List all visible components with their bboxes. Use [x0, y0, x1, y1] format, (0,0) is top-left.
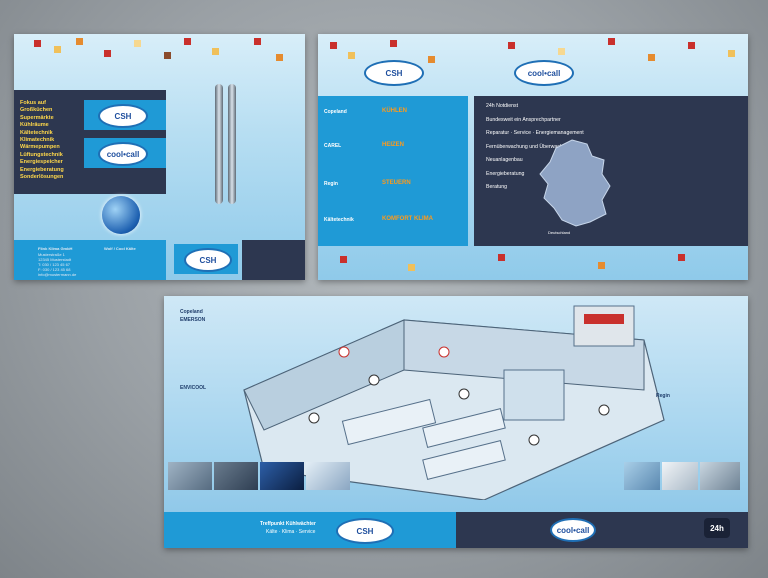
- benefit-item: Neuanlagenbau: [486, 157, 523, 163]
- service-item: Kühlräume: [20, 122, 49, 129]
- service-item: Großküchen: [20, 107, 53, 114]
- benefits-list: 24h Notdienst Bundesweit ein Ansprechpar…: [486, 100, 606, 195]
- mosaic-top: [14, 34, 305, 84]
- map-label: Deutschland: [548, 230, 571, 235]
- globe-icon: [102, 196, 140, 234]
- contact-line: 12345 Musterstadt: [38, 257, 72, 262]
- logo-text: CSH: [356, 526, 374, 536]
- photo-office: [700, 462, 740, 490]
- company-logo: CSH: [98, 104, 148, 128]
- brochure-spread: Copeland EMERSON ENVICOOL Regin Treffpun…: [164, 296, 748, 548]
- service-item: Fokus auf: [20, 100, 46, 106]
- coolcall-logo: cool•call: [98, 142, 148, 166]
- left-brand-1: Copeland: [180, 309, 203, 315]
- footer-company2: Wolf / Cool Kälte: [104, 246, 136, 251]
- services-column: [318, 96, 468, 246]
- photo-store: [306, 462, 350, 490]
- spread-footer-right: [456, 512, 748, 548]
- service-item: Energiespeicher: [20, 159, 63, 166]
- hours-badge: 24h: [704, 518, 730, 538]
- benefit-item: Bundesweit ein Ansprechpartner: [486, 116, 561, 123]
- brand-name: CAREL: [324, 143, 342, 149]
- footer-contacts: Musterstraße 1 12345 Musterstadt T: 030 …: [38, 252, 76, 277]
- contact-line: T: 030 / 123 45 67: [38, 262, 71, 267]
- footer-company1: Flink Klima GmbH: [38, 246, 73, 251]
- service-item: Wärmepumpen: [20, 144, 60, 151]
- footer-blue: [14, 240, 166, 280]
- benefit-item: Beratung: [486, 184, 508, 190]
- logo-text: CSH: [385, 68, 403, 78]
- row-label: KOMFORT KLIMA: [382, 216, 433, 222]
- logo-text: cool•call: [106, 149, 140, 159]
- cold-store-illustration: [243, 305, 665, 500]
- row-label: HEIZEN: [382, 142, 405, 148]
- brand-name: Regin: [324, 181, 338, 187]
- footer-logo: CSH: [184, 248, 232, 272]
- photo-storage: [214, 462, 258, 490]
- logo-text: cool•call: [556, 525, 590, 535]
- spread-logo-2: cool•call: [550, 518, 596, 542]
- mosaic-top: [318, 34, 748, 84]
- photo-building: [624, 462, 660, 490]
- brand-name: Copeland: [324, 109, 347, 115]
- door-handle-left: [215, 84, 223, 204]
- right-brand: Regin: [656, 393, 670, 399]
- benefit-item: 24h Notdienst: [486, 103, 519, 109]
- benefit-item: Fernüberwachung und Überwachung: [486, 143, 572, 150]
- benefit-item: Reparatur · Service · Energiemanagement: [486, 130, 584, 136]
- service-item: Supermärkte: [20, 114, 54, 121]
- mosaic-bottom: [318, 248, 748, 280]
- contact-line: info@mustermann.de: [38, 272, 77, 277]
- contact-line: Musterstraße 1: [38, 252, 65, 257]
- services-list: Fokus auf Großküchen Supermärkte Kühlräu…: [20, 100, 80, 181]
- service-row: Copeland KÜHLEN: [324, 102, 464, 132]
- spread-footer-left: [164, 512, 456, 548]
- photo-warehouse: [168, 462, 212, 490]
- benefits-panel: [474, 96, 748, 246]
- logo-text: CSH: [114, 111, 132, 121]
- service-row: Regin STEUERN: [324, 174, 464, 204]
- door-handle-right: [228, 84, 236, 204]
- tagline-1: Treffpunkt Kühlwächter: [260, 521, 316, 527]
- service-item: Energieberatung: [20, 166, 64, 173]
- brochure-front: Fokus auf Großküchen Supermärkte Kühlräu…: [14, 34, 305, 280]
- inner-logo: CSH: [364, 60, 424, 86]
- service-row: Kältetechnik KOMFORT KLIMA: [324, 210, 464, 240]
- brand-name: Kältetechnik: [324, 217, 354, 223]
- service-item: Kältetechnik: [20, 129, 53, 136]
- germany-map: [539, 139, 611, 227]
- photo-datacenter: [260, 462, 304, 490]
- footer-navy: [242, 240, 305, 280]
- benefit-item: Energieberatung: [486, 170, 525, 177]
- contact-line: F: 030 / 123 45 68: [38, 267, 71, 272]
- brochure-inner: CSH cool•call Copeland KÜHLEN CAREL HEIZ…: [318, 34, 748, 280]
- logo-text: CSH: [199, 255, 217, 265]
- left-brand-3: ENVICOOL: [180, 385, 207, 391]
- service-item: Lüftungstechnik: [20, 151, 63, 158]
- row-label: STEUERN: [382, 180, 411, 186]
- inner-logo-2: cool•call: [514, 60, 574, 86]
- spread-logo: CSH: [336, 518, 394, 544]
- service-row: CAREL HEIZEN: [324, 136, 464, 166]
- logo-text: cool•call: [527, 68, 561, 78]
- row-label: KÜHLEN: [382, 108, 407, 114]
- left-brand-2: EMERSON: [180, 317, 206, 323]
- service-item: Klimatechnik: [20, 137, 55, 144]
- photo-lab: [662, 462, 698, 490]
- service-item: Sonderlösungen: [20, 174, 64, 181]
- tagline-2: Kälte · Klima · Service: [266, 529, 316, 535]
